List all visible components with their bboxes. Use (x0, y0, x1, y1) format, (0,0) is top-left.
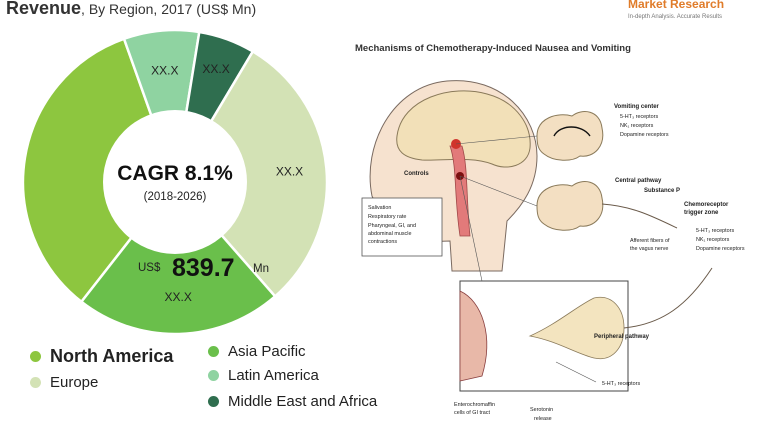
ctz-section (536, 181, 604, 231)
controls-item: Pharyngeal, GI, and (368, 223, 416, 229)
center-cagr: CAGR 8.1% (117, 162, 233, 185)
legend-item-north-america: North America (30, 346, 173, 367)
legend-dot (30, 351, 41, 362)
donut-slice-asia-pacific (79, 180, 277, 336)
afferent-label: the vagus nerve (630, 246, 668, 252)
slice-value-label: XX.X (276, 165, 303, 179)
brand-name: Market Research (628, 0, 725, 11)
cinv-mechanism-diagram: Mechanisms of Chemotherapy-Induced Nause… (332, 36, 780, 440)
ctz-item: 5-HT₃ receptors (696, 228, 734, 234)
legend-dot (208, 370, 219, 381)
ctz-item: Dopamine receptors (696, 246, 745, 252)
brand-logo: Market Research In-depth Analysis. Accur… (628, 0, 724, 20)
legend-label: Latin America (228, 367, 319, 384)
center-unit: Mn (253, 263, 269, 275)
ctz-title: trigger zone (684, 210, 719, 216)
brainstem (449, 145, 471, 237)
center-currency: US$ (138, 262, 161, 274)
brain (396, 90, 531, 168)
controls-item: Salivation (368, 205, 391, 211)
legend-label: Asia Pacific (228, 343, 306, 360)
substance-p-label: Substance P (644, 188, 680, 194)
vomiting-center-item: 5-HT₃ receptors (620, 114, 658, 120)
vomiting-center-item: NK₁ receptors (620, 123, 654, 129)
donut-slice-north-america (21, 37, 177, 304)
diagram-illustration: Controls Salivation Respiratory rate Pha… (361, 80, 745, 422)
controls-item: contractions (368, 239, 397, 245)
peripheral-pathway-label: Peripheral pathway (594, 334, 650, 340)
legend-dot (208, 396, 219, 407)
controls-item: Respiratory rate (368, 214, 406, 220)
legend-item-latin-america: Latin America (208, 367, 319, 384)
legend-item-asia-pacific: Asia Pacific (208, 343, 306, 360)
slice-value-label: XX.X (151, 63, 178, 77)
vomiting-center-item: Dopamine receptors (620, 132, 669, 138)
connector-line (459, 175, 483, 282)
slice-value-label: XX.X (165, 290, 192, 304)
legend-label: Middle East and Africa (228, 393, 378, 410)
enterochromaffin-label: cells of GI tract (454, 410, 490, 416)
chart-legend: North America Asia Pacific Europe Latin … (30, 340, 390, 420)
vomiting-center-title: Vomiting center (614, 104, 660, 110)
donut-slices (21, 28, 329, 336)
diagram-title: Mechanisms of Chemotherapy-Induced Nause… (355, 43, 631, 54)
chart-title-bold: Revenue (6, 0, 82, 18)
serotonin-label: release (534, 416, 552, 422)
connector-line (459, 175, 538, 207)
central-pathway-label: Central pathway (615, 178, 662, 184)
ctz-item: NK₁ receptors (696, 237, 730, 243)
afferent-fiber (601, 203, 678, 229)
controls-box (361, 197, 443, 257)
connector-line (555, 361, 597, 383)
enterochromaffin-label: Enterochromaffin (454, 402, 495, 408)
donut-chart: XX.X XX.X XX.X XX.X CAGR 8.1% (2018-2026) U… (21, 28, 329, 336)
center-value: 839.7 (172, 254, 235, 282)
vomiting-center-section (536, 111, 604, 161)
legend-item-middle-east-africa: Middle East and Africa (208, 393, 377, 410)
afferent-label: Afferent fibers of (630, 238, 670, 244)
gi-tissue (459, 290, 488, 382)
donut-slice-europe (173, 49, 329, 299)
receptor-label: 5-HT₃ receptors (602, 381, 640, 387)
slice-value-label: XX.X (202, 62, 229, 76)
connector-line (455, 135, 538, 145)
donut-hole (103, 110, 247, 254)
controls-title: Controls (404, 171, 429, 177)
legend-label: North America (50, 346, 174, 366)
legend-item-europe: Europe (30, 374, 98, 391)
serotonin-label: Serotonin (530, 407, 553, 413)
donut-slice-labels: XX.X XX.X XX.X XX.X (151, 62, 303, 304)
ctz-title: Chemoreceptor (684, 202, 729, 208)
controls-item: abdominal muscle (368, 231, 411, 237)
vomiting-center-arrow (553, 126, 591, 137)
chart-title-rest: , By Region, 2017 (US$ Mn) (81, 1, 257, 17)
legend-label: Europe (50, 374, 99, 391)
legend-dot (30, 377, 41, 388)
chart-title: Revenue, By Region, 2017 (US$ Mn) (6, 0, 256, 19)
brand-tagline: In-depth Analysis. Accurate Results (628, 14, 723, 20)
peripheral-fiber (623, 267, 713, 329)
center-period: (2018-2026) (144, 191, 207, 203)
legend-dot (208, 346, 219, 357)
